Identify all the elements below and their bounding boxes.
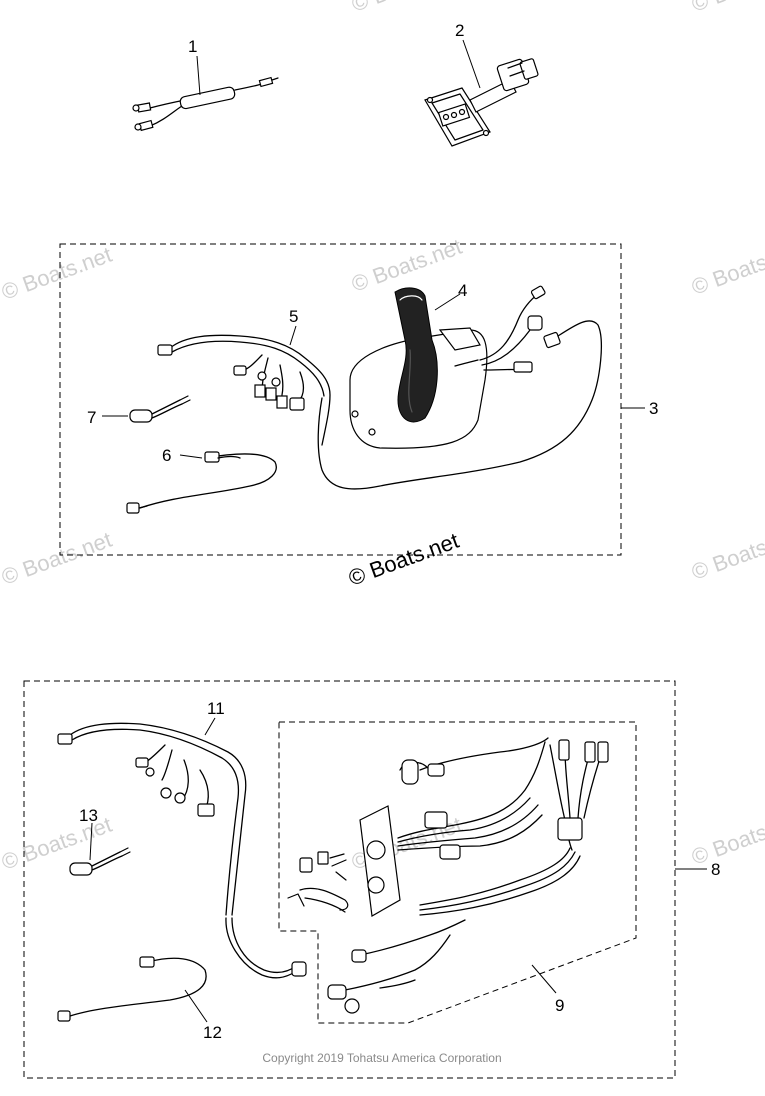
part-5-harness[interactable] [157, 334, 331, 446]
watermark-text: © Boats.net [348, 234, 465, 297]
assembly-8-box [23, 680, 676, 1079]
watermark-text: © Boats.net [0, 527, 115, 590]
remote-connectors[interactable] [317, 285, 602, 490]
callout-4: 4 [458, 281, 467, 300]
assembly-9-box [278, 721, 637, 1024]
callout-3: 3 [649, 399, 658, 418]
callout-6: 6 [162, 446, 171, 465]
callout-7: 7 [87, 408, 96, 427]
callout-5: 5 [289, 307, 298, 326]
callout-13: 13 [79, 806, 98, 825]
watermark-text: © Boats.net [688, 0, 765, 17]
watermark-text: © Boats.net [348, 0, 465, 17]
callout-9: 9 [555, 996, 564, 1015]
watermark-text: © Boats.net [688, 237, 765, 300]
part-12-cable[interactable] [57, 956, 207, 1022]
part-11-harness[interactable] [57, 722, 307, 979]
callout-11: 11 [207, 699, 225, 718]
part-13-connector[interactable] [69, 847, 131, 876]
part-7-connector[interactable] [129, 395, 191, 423]
callout-8: 8 [711, 860, 720, 879]
watermark-text: © Boats.net [0, 242, 115, 305]
part-1-harness[interactable] [132, 76, 279, 132]
part-9-key-switch-harness[interactable] [287, 737, 609, 1014]
part-4-remote-control[interactable] [349, 287, 488, 449]
callout-1: 1 [188, 37, 197, 56]
part-2-switch-panel[interactable] [424, 58, 539, 147]
part-6-cable[interactable] [126, 451, 277, 514]
watermark-text: © Boats.net [688, 522, 765, 585]
assembly-3-box [59, 243, 622, 556]
copyright-text: Copyright 2019 Tohatsu America Corporati… [262, 1051, 501, 1065]
callout-2: 2 [455, 21, 464, 40]
callout-12: 12 [203, 1023, 222, 1042]
watermark-main: © Boats.net [345, 528, 462, 591]
watermark-text: © Boats.net [688, 807, 765, 870]
